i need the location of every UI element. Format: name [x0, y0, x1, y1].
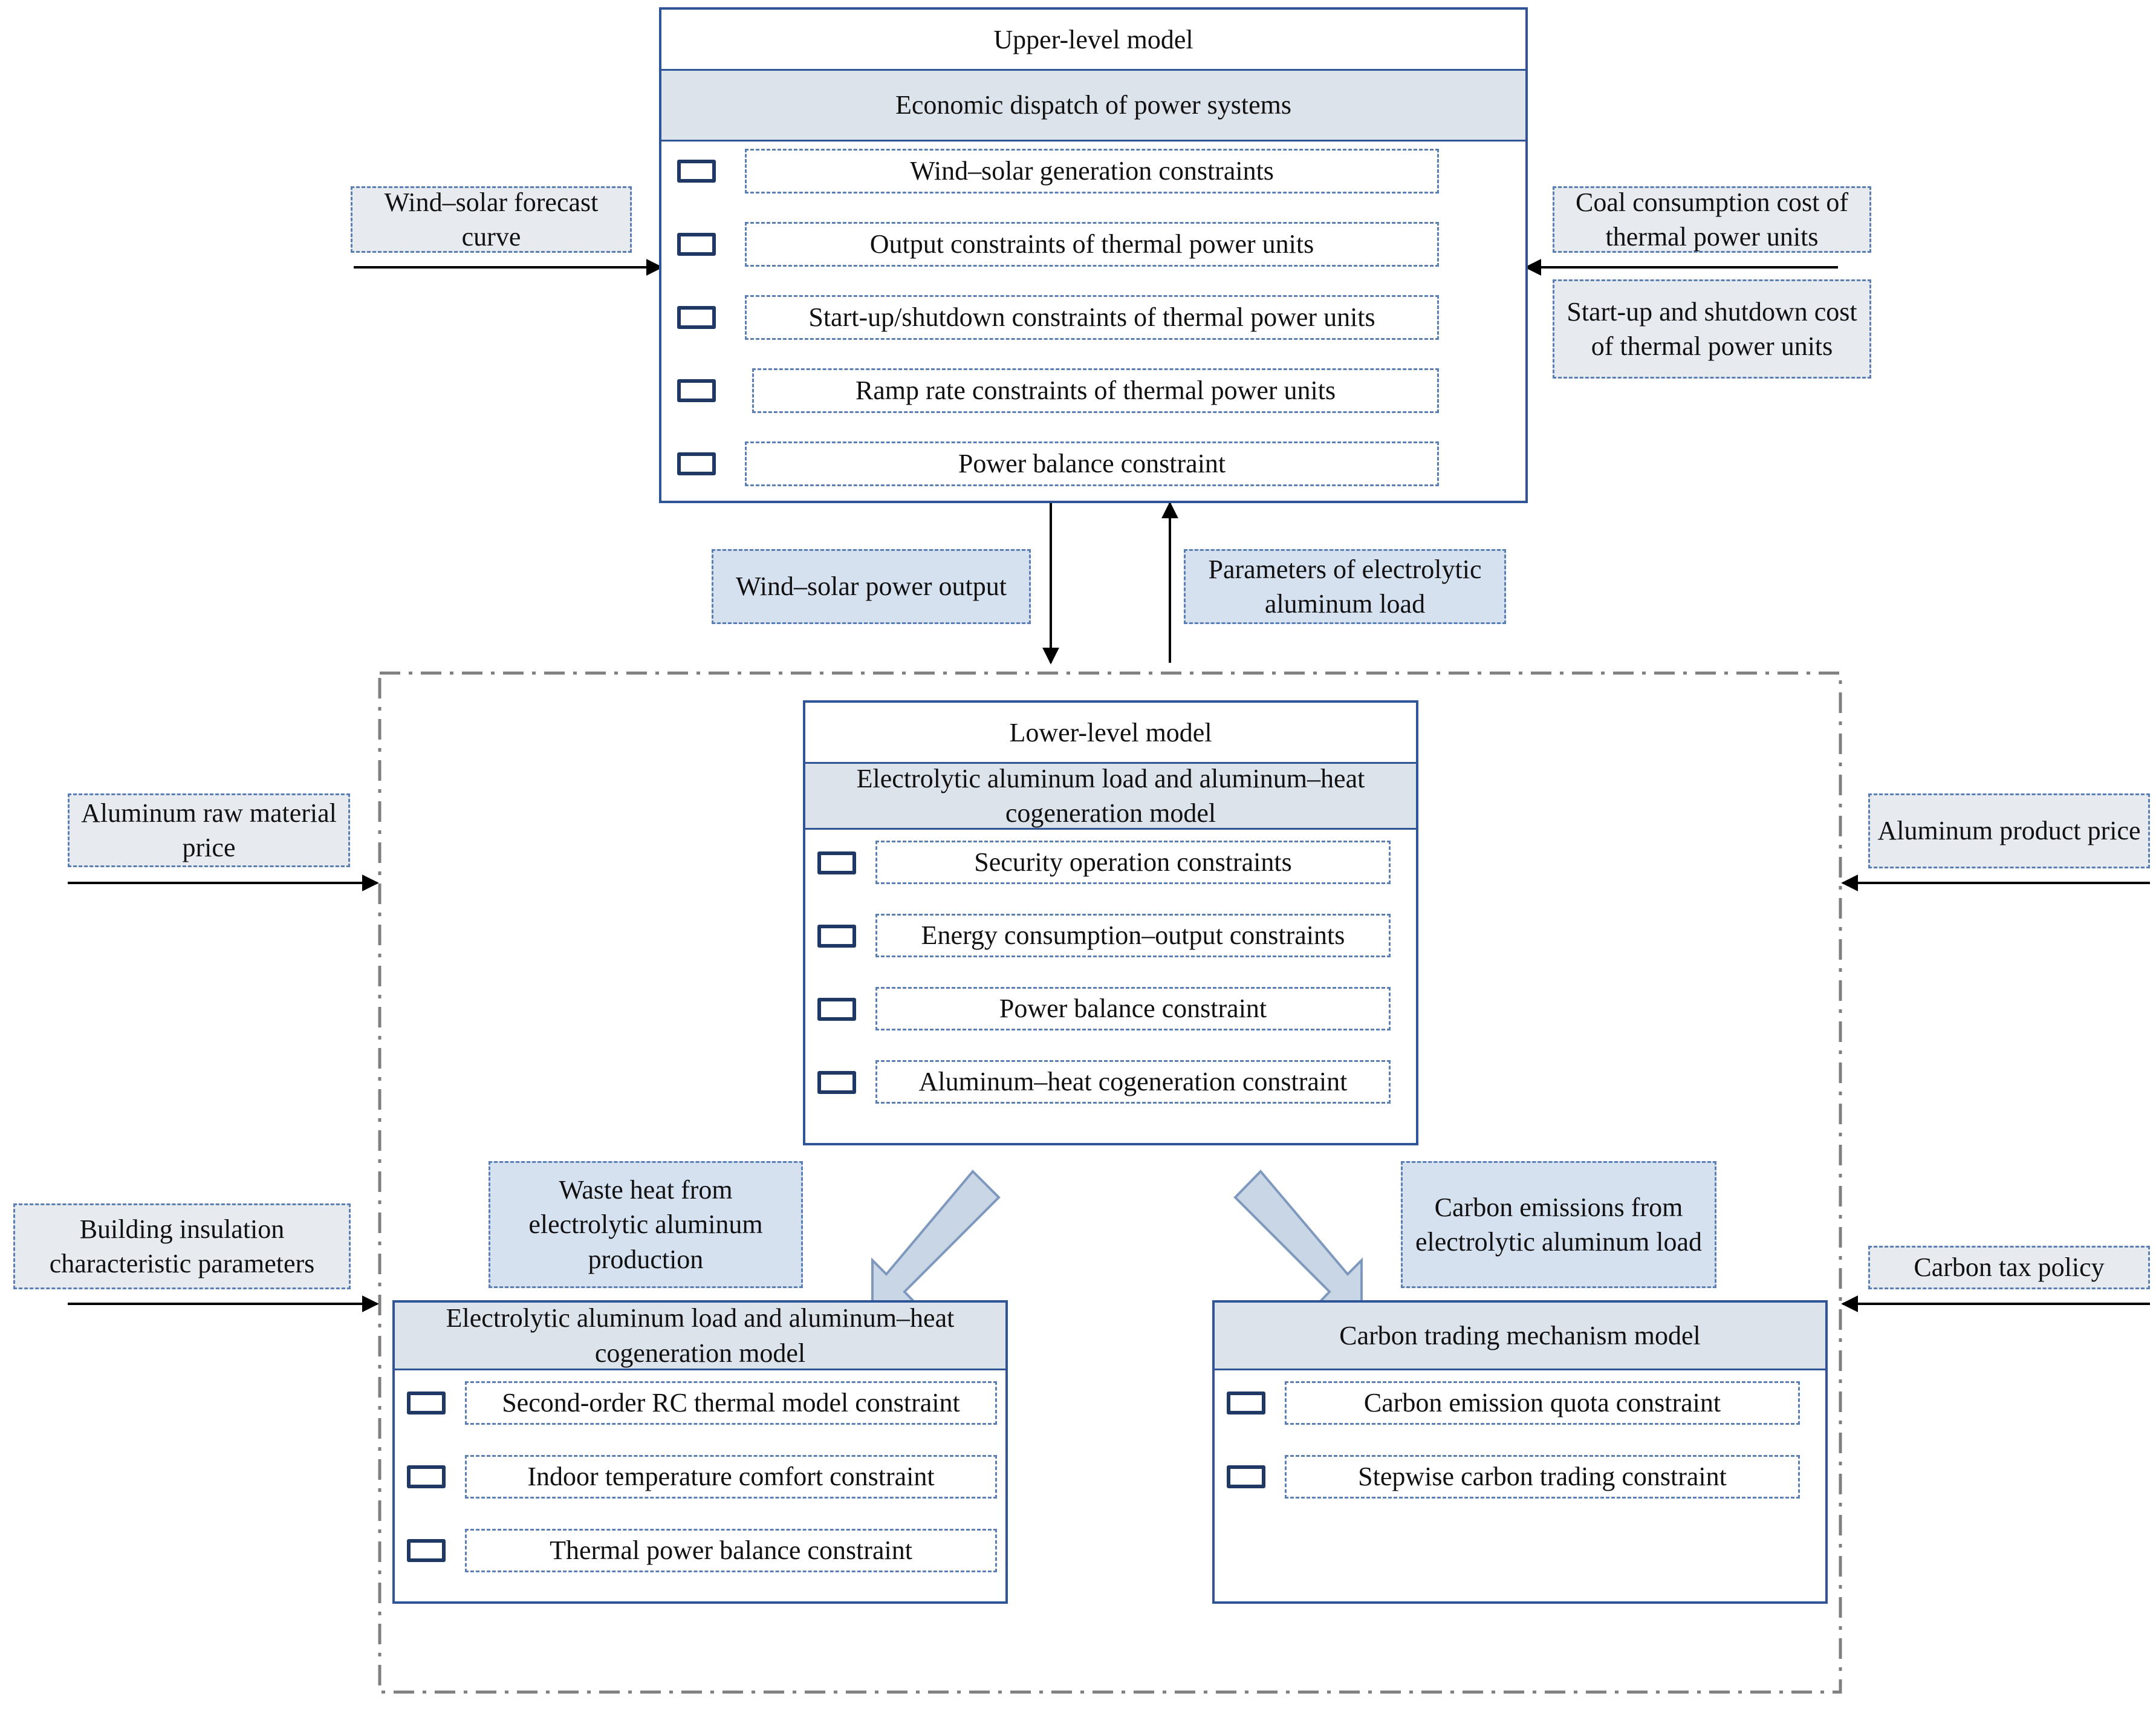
carbon-constraint-2: Stepwise carbon trading constraint — [1285, 1455, 1800, 1499]
input-coal-cost: Coal consumption cost of thermal power u… — [1553, 186, 1871, 253]
checkbox-icon[interactable] — [817, 851, 856, 874]
carbon-constraint-1: Carbon emission quota constraint — [1285, 1381, 1800, 1425]
upper-constraint-1: Wind–solar generation constraints — [745, 149, 1439, 194]
checkbox-icon[interactable] — [677, 233, 716, 256]
checkbox-icon[interactable] — [817, 998, 856, 1021]
link-aluminum-parameters: Parameters of electrolytic aluminum load — [1184, 549, 1506, 624]
lower-level-boundary — [378, 671, 1842, 1694]
upper-constraint-5: Power balance constraint — [745, 441, 1439, 486]
lower-level-title: Lower-level model — [1009, 717, 1212, 747]
input-aluminum-raw-price: Aluminum raw material price — [68, 793, 350, 867]
carbon-model-band: Carbon trading mechanism model — [1215, 1303, 1825, 1370]
upper-constraint-3: Start-up/shutdown constraints of thermal… — [745, 295, 1439, 340]
heat-constraint-3: Thermal power balance constraint — [465, 1529, 997, 1572]
checkbox-icon[interactable] — [677, 160, 716, 183]
flow-waste-heat: Waste heat from electrolytic aluminum pr… — [489, 1161, 803, 1288]
checkbox-icon[interactable] — [817, 1071, 856, 1094]
heat-model-panel: Electrolytic aluminum load and aluminum–… — [392, 1300, 1008, 1604]
checkbox-icon[interactable] — [407, 1465, 446, 1488]
upper-level-title: Upper-level model — [993, 24, 1193, 54]
lower-constraint-1: Security operation constraints — [875, 841, 1391, 884]
checkbox-icon[interactable] — [677, 379, 716, 402]
checkbox-icon[interactable] — [817, 925, 856, 948]
link-wind-solar-output: Wind–solar power output — [712, 549, 1031, 624]
input-aluminum-product-price: Aluminum product price — [1868, 793, 2150, 868]
lower-level-band: Electrolytic aluminum load and aluminum–… — [805, 762, 1416, 830]
block-arrow-waste-heat — [871, 1170, 1001, 1307]
input-wind-solar-forecast: Wind–solar forecast curve — [351, 186, 632, 253]
heat-constraint-2: Indoor temperature comfort constraint — [465, 1455, 997, 1499]
heat-constraint-1: Second-order RC thermal model constraint — [465, 1381, 997, 1425]
upper-constraint-2: Output constraints of thermal power unit… — [745, 222, 1439, 267]
upper-constraint-4: Ramp rate constraints of thermal power u… — [752, 368, 1439, 413]
carbon-model-panel: Carbon trading mechanism model Carbon em… — [1212, 1300, 1828, 1604]
flow-carbon-emissions: Carbon emissions from electrolytic alumi… — [1401, 1161, 1716, 1288]
input-building-insulation: Building insulation characteristic param… — [13, 1203, 351, 1289]
checkbox-icon[interactable] — [407, 1392, 446, 1414]
input-carbon-tax-policy: Carbon tax policy — [1868, 1246, 2150, 1289]
heat-model-band: Electrolytic aluminum load and aluminum–… — [395, 1303, 1005, 1370]
lower-constraint-4: Aluminum–heat cogeneration constraint — [875, 1060, 1391, 1104]
upper-level-band: Economic dispatch of power systems — [661, 69, 1525, 142]
checkbox-icon[interactable] — [1227, 1392, 1265, 1414]
checkbox-icon[interactable] — [677, 306, 716, 329]
checkbox-icon[interactable] — [677, 452, 716, 475]
checkbox-icon[interactable] — [1227, 1465, 1265, 1488]
input-startup-cost: Start-up and shutdown cost of thermal po… — [1553, 279, 1871, 379]
checkbox-icon[interactable] — [407, 1539, 446, 1562]
lower-level-panel: Lower-level model Electrolytic aluminum … — [803, 700, 1418, 1145]
lower-constraint-3: Power balance constraint — [875, 987, 1391, 1030]
lower-constraint-2: Energy consumption–output constraints — [875, 914, 1391, 957]
upper-level-panel: Upper-level model Economic dispatch of p… — [659, 7, 1528, 503]
block-arrow-carbon — [1233, 1170, 1363, 1307]
